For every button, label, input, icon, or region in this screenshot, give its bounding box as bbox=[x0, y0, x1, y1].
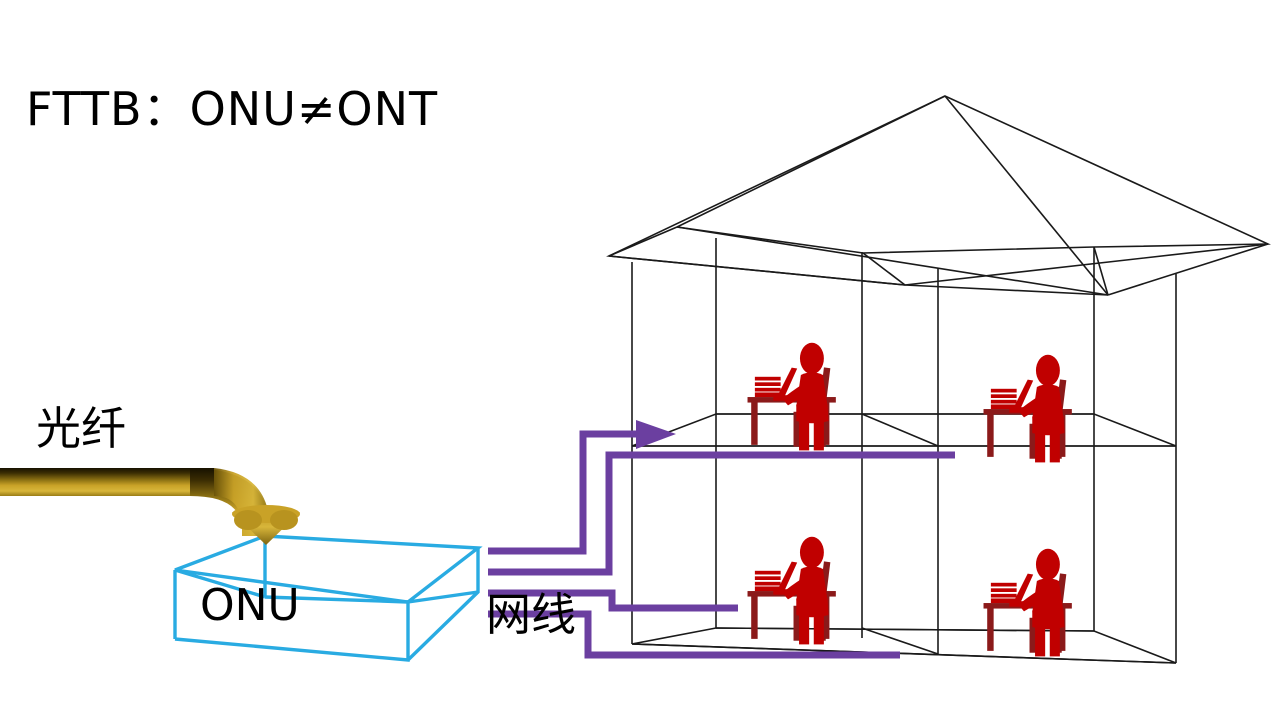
fiber-label: 光纤 bbox=[36, 402, 127, 455]
onu-right-edge bbox=[406, 548, 480, 662]
person bbox=[782, 342, 829, 451]
book-stack bbox=[754, 570, 781, 592]
cable-arrowhead-icon bbox=[636, 420, 676, 449]
ethernet-cable-3 bbox=[488, 589, 738, 612]
ethernet-cable-4 bbox=[488, 610, 900, 659]
person-at-desk-lower-right bbox=[983, 548, 1072, 657]
book-stack bbox=[754, 376, 781, 398]
walls bbox=[631, 238, 1177, 663]
building-wireframe bbox=[606, 95, 1271, 664]
person-at-desk-upper-left bbox=[747, 342, 836, 451]
optical-fiber-cable bbox=[0, 468, 300, 545]
onu-device[interactable] bbox=[173, 534, 483, 662]
ethernet-cable-bundle bbox=[488, 430, 955, 659]
book-stack bbox=[990, 582, 1017, 604]
person-at-desk-upper-right bbox=[983, 354, 1072, 463]
ethernet-cable-1 bbox=[488, 430, 645, 555]
ethernet-cable-2 bbox=[488, 451, 955, 576]
onu-label: ONU bbox=[200, 580, 300, 631]
person bbox=[1018, 354, 1065, 463]
roof bbox=[606, 95, 1271, 296]
person-at-desk-lower-left bbox=[747, 536, 836, 645]
lan-cable-label: 网线 bbox=[486, 588, 577, 641]
person bbox=[782, 536, 829, 645]
book-stack bbox=[990, 388, 1017, 410]
person bbox=[1018, 548, 1065, 657]
page-title: FTTB：ONU≠ONT bbox=[26, 82, 439, 136]
